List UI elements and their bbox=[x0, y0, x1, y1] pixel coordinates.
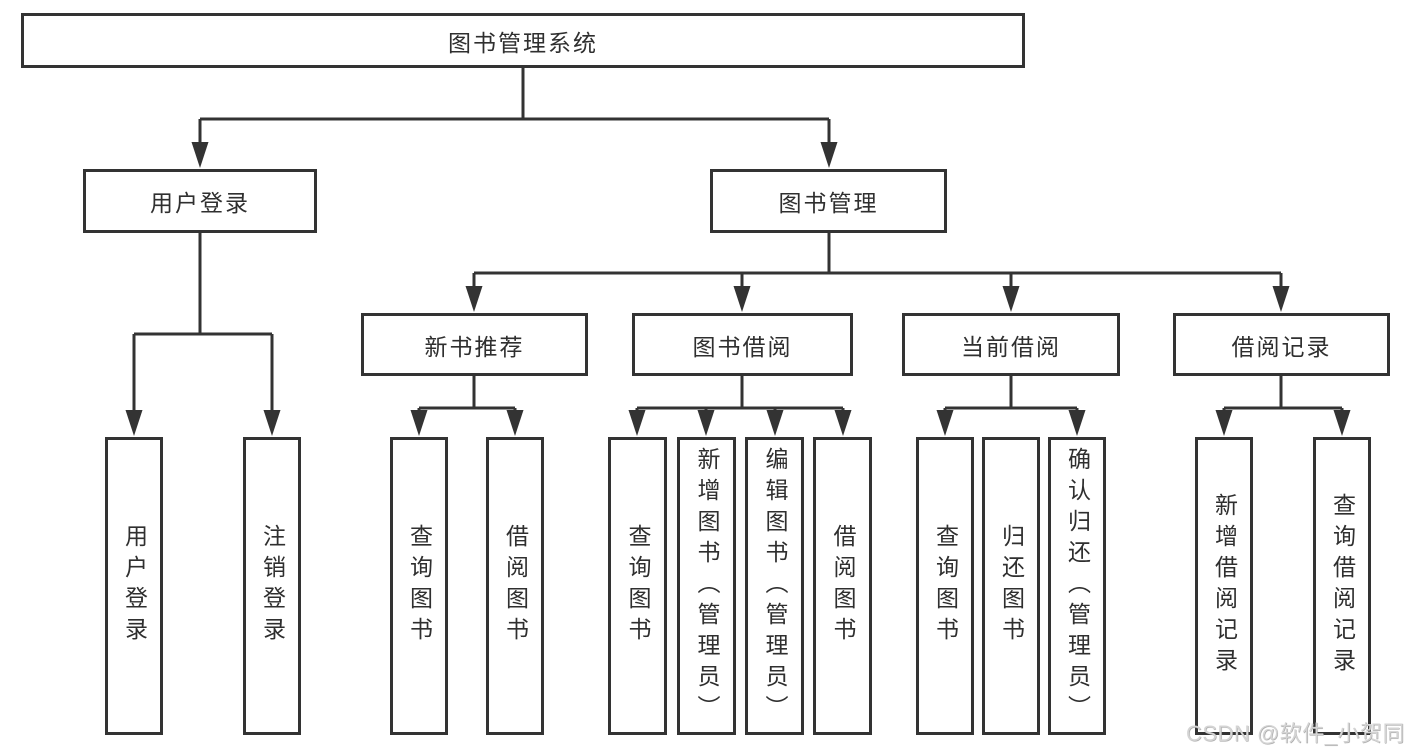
node-label: 新书推荐 bbox=[424, 333, 525, 360]
node-leaf-return-book: 归还图书 bbox=[982, 437, 1040, 735]
node-leaf-borrow-books: 借阅图书 bbox=[813, 437, 872, 735]
node-label: 编辑图书（管理员） bbox=[762, 446, 788, 726]
node-current-borrow: 当前借阅 bbox=[902, 313, 1120, 376]
node-root-library-system: 图书管理系统 bbox=[21, 13, 1025, 68]
node-label: 查询图书 bbox=[932, 524, 959, 648]
node-new-book-recommend: 新书推荐 bbox=[361, 313, 588, 376]
node-leaf-confirm-return-admin: 确认归还（管理员） bbox=[1048, 437, 1106, 735]
node-leaf-query-books-borrow: 查询图书 bbox=[608, 437, 667, 735]
node-label: 新增图书（管理员） bbox=[694, 446, 720, 726]
node-leaf-edit-book-admin: 编辑图书（管理员） bbox=[745, 437, 804, 735]
node-leaf-user-login: 用户登录 bbox=[105, 437, 163, 735]
node-label: 借阅记录 bbox=[1231, 333, 1332, 360]
node-leaf-query-borrow-record: 查询借阅记录 bbox=[1313, 437, 1371, 735]
node-label: 借阅图书 bbox=[830, 524, 856, 648]
node-book-management: 图书管理 bbox=[710, 169, 947, 233]
node-label: 查询图书 bbox=[625, 524, 651, 648]
node-leaf-query-books-recommend: 查询图书 bbox=[390, 437, 448, 735]
node-label: 图书管理系统 bbox=[448, 29, 598, 56]
node-leaf-add-book-admin: 新增图书（管理员） bbox=[677, 437, 736, 735]
node-leaf-borrow-books-recommend: 借阅图书 bbox=[486, 437, 544, 735]
node-label: 借阅图书 bbox=[502, 524, 529, 648]
node-leaf-query-books-current: 查询图书 bbox=[916, 437, 974, 735]
node-leaf-logout: 注销登录 bbox=[243, 437, 301, 735]
node-user-login: 用户登录 bbox=[83, 169, 317, 233]
csdn-watermark: CSDN @软件_小贺同学 bbox=[1186, 721, 1405, 746]
node-label: 查询借阅记录 bbox=[1329, 493, 1356, 679]
node-label: 注销登录 bbox=[259, 524, 286, 648]
node-label: 查询图书 bbox=[406, 524, 433, 648]
node-label: 确认归还（管理员） bbox=[1064, 446, 1091, 726]
node-label: 当前借阅 bbox=[961, 333, 1061, 360]
node-label: 图书借阅 bbox=[692, 333, 793, 360]
node-label: 用户登录 bbox=[150, 190, 250, 216]
node-label: 新增借阅记录 bbox=[1211, 493, 1238, 679]
node-label: 用户登录 bbox=[121, 524, 148, 648]
node-label: 图书管理 bbox=[778, 190, 879, 216]
node-borrow-records: 借阅记录 bbox=[1173, 313, 1390, 376]
node-label: 归还图书 bbox=[998, 524, 1025, 648]
node-leaf-add-borrow-record: 新增借阅记录 bbox=[1195, 437, 1253, 735]
node-book-borrow: 图书借阅 bbox=[632, 313, 853, 376]
